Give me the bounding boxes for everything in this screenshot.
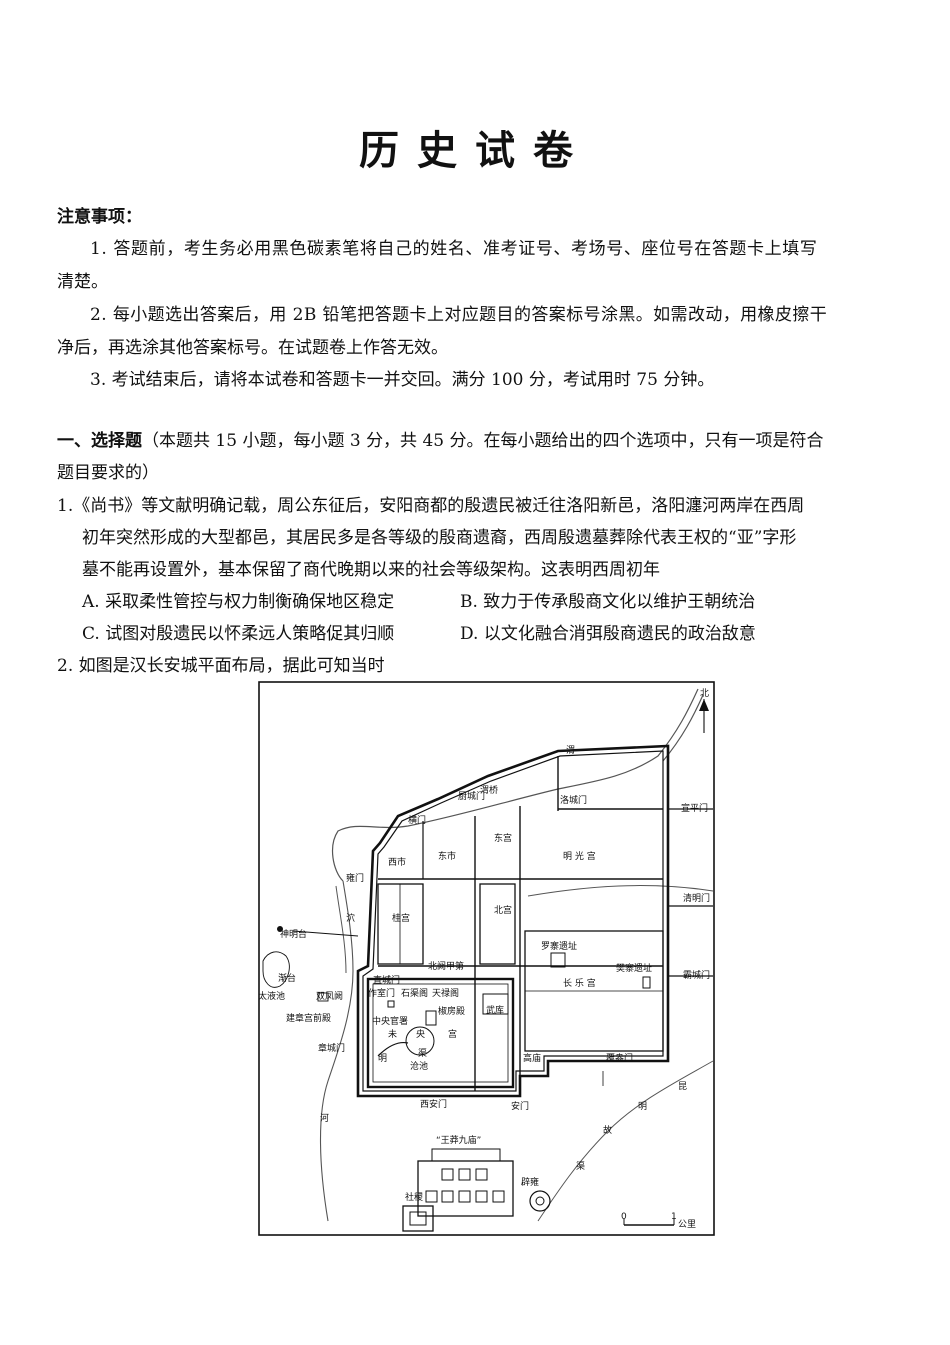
- map-scale-zero: 0: [621, 1212, 627, 1222]
- q1-option-b: B. 致力于传承殷商文化以维护王朝统治: [460, 592, 756, 612]
- map-taiye-pool: 太液池: [258, 990, 285, 1002]
- map-wei-bridge: 渭桥: [480, 784, 498, 796]
- notice-line-1: 1. 答题前，考生务必用黑色碳素笔将自己的姓名、准考证号、考场号、座位号在答题卡…: [90, 239, 818, 259]
- map-kunming-2: 明: [638, 1101, 647, 1112]
- map-scale-one: 1: [671, 1212, 677, 1222]
- map-yang-char: 央: [416, 1028, 425, 1040]
- map-fanzhai-site: 樊寨遗址: [616, 962, 652, 974]
- map-jiantai: 渐台: [278, 972, 296, 984]
- map-heng-gate: 横门: [408, 814, 426, 826]
- notice-heading: 注意事项：: [57, 207, 142, 227]
- map-wei-char: 未: [388, 1028, 397, 1040]
- map-chucheng-gate: 厨城门: [458, 790, 485, 802]
- map-north: 北: [700, 688, 709, 699]
- q1-option-d: D. 以文化融合消弭殷商遗民的政治敌意: [460, 624, 756, 644]
- map-qingming-gate: 清明门: [683, 892, 710, 904]
- map-he-char: 河: [320, 1112, 329, 1124]
- map-jianzhang-palace: 建章宫前殿: [286, 1012, 331, 1024]
- map-an-gate: 安门: [511, 1100, 529, 1112]
- map-north-palace: 北宫: [494, 904, 512, 916]
- map-east-palace: 东宫: [494, 832, 512, 844]
- map-central-offices: 中央官署: [372, 1015, 408, 1027]
- map-zhicheng-gate: 直城门: [373, 974, 400, 986]
- map-kunming-4: 渠: [576, 1160, 585, 1172]
- map-wang-mang-temples: “王莽九庙”: [436, 1134, 481, 1146]
- map-shiqu-pavilion: 石渠阁: [401, 987, 428, 999]
- map-gui-palace: 桂宫: [392, 912, 410, 924]
- page-title: 历史试卷: [359, 127, 591, 174]
- map-sheji: 社稷: [405, 1191, 423, 1203]
- map-qu-char: 渠: [418, 1047, 427, 1059]
- map-kunming-1: 昆: [678, 1081, 687, 1092]
- map-gao-temple: 高庙: [523, 1052, 541, 1064]
- map-bacheng-gate: 霸城门: [683, 969, 710, 981]
- map-zuoshi-gate: 作室门: [368, 987, 395, 999]
- map-shenmingtai: 神明台: [280, 928, 307, 940]
- q2-stem-line-1: 2. 如图是汉长安城平面布局，据此可知当时: [57, 656, 385, 676]
- map-ming-char: 明: [378, 1053, 387, 1064]
- map-wei-river: 渭: [566, 745, 575, 756]
- map-zhangcheng-gate: 章城门: [318, 1042, 345, 1054]
- map-west-market: 西市: [388, 856, 406, 868]
- notice-line-3: 3. 考试结束后，请将本试卷和答题卡一并交回。满分 100 分，考试用时 75 …: [90, 370, 715, 390]
- q1-stem-line-3: 墓不能再设置外，基本保留了商代晚期以来的社会等级架构。这表明西周初年: [82, 560, 660, 580]
- map-yong-gate: 雍门: [346, 872, 364, 884]
- map-luocheng-gate: 洛城门: [560, 794, 587, 806]
- map-tianlu-pavilion: 天禄阁: [432, 987, 459, 999]
- map-xuanping-gate: 宣平门: [681, 802, 708, 814]
- map-cang-pool: 沧池: [410, 1060, 428, 1072]
- notice-line-1b: 清楚。: [57, 272, 108, 292]
- changan-city-map: 北 渭 渭桥 洛城门 厨城门 宣平门 横门 西市 东市 东宫 明 光 宫 雍门 …: [258, 681, 715, 1236]
- notice-line-2b: 净后，再选涂其他答案标号。在试题卷上作答无效。: [57, 338, 448, 358]
- map-jue-river: 泬: [346, 912, 355, 924]
- map-scale-unit: 公里: [678, 1219, 696, 1230]
- q1-option-c: C. 试图对殷遗民以怀柔远人策略促其归顺: [82, 624, 395, 644]
- section-description-2: 题目要求的）: [57, 463, 159, 483]
- q1-stem-line-2: 初年突然形成的大型都邑，其居民多是各等级的殷商遗裔，西周殷遗墓葬除代表王权的“亚…: [82, 528, 797, 548]
- map-kunming-3: 故: [603, 1124, 612, 1136]
- map-mingguang-palace: 明 光 宫: [563, 850, 596, 862]
- map-xian-gate: 西安门: [420, 1098, 447, 1110]
- map-east-market: 东市: [438, 850, 456, 862]
- map-jiaofang-hall: 椒房殿: [438, 1005, 465, 1017]
- q1-option-a: A. 采取柔性管控与权力制衡确保地区稳定: [82, 592, 395, 612]
- map-changle-palace: 长 乐 宫: [563, 977, 596, 989]
- map-gong-char: 宫: [448, 1028, 457, 1040]
- notice-line-2: 2. 每小题选出答案后，用 2B 铅笔把答题卡上对应题目的答案标号涂黑。如需改动…: [90, 305, 828, 325]
- section-description: （本题共 15 小题，每小题 3 分，共 45 分。在每小题给出的四个选项中，只…: [142, 431, 824, 451]
- map-twin-phoenix-que: 双凤阙: [316, 991, 343, 1002]
- section-heading-line: 一、选择题（本题共 15 小题，每小题 3 分，共 45 分。在每小题给出的四个…: [57, 429, 824, 453]
- map-beique-mansions: 北阙甲第: [428, 960, 464, 972]
- section-heading: 一、选择题: [57, 431, 142, 451]
- map-luozhai-site: 罗寨遗址: [541, 940, 577, 952]
- map-biyong: 辟雍: [521, 1176, 539, 1188]
- q1-stem-line-1: 1.《尚书》等文献明确记载，周公东征后，安阳商都的殷遗民被迁往洛阳新邑，洛阳瀍河…: [57, 496, 805, 516]
- map-armory: 武库: [486, 1004, 504, 1016]
- map-fuang-gate: 覆盎门: [606, 1052, 633, 1064]
